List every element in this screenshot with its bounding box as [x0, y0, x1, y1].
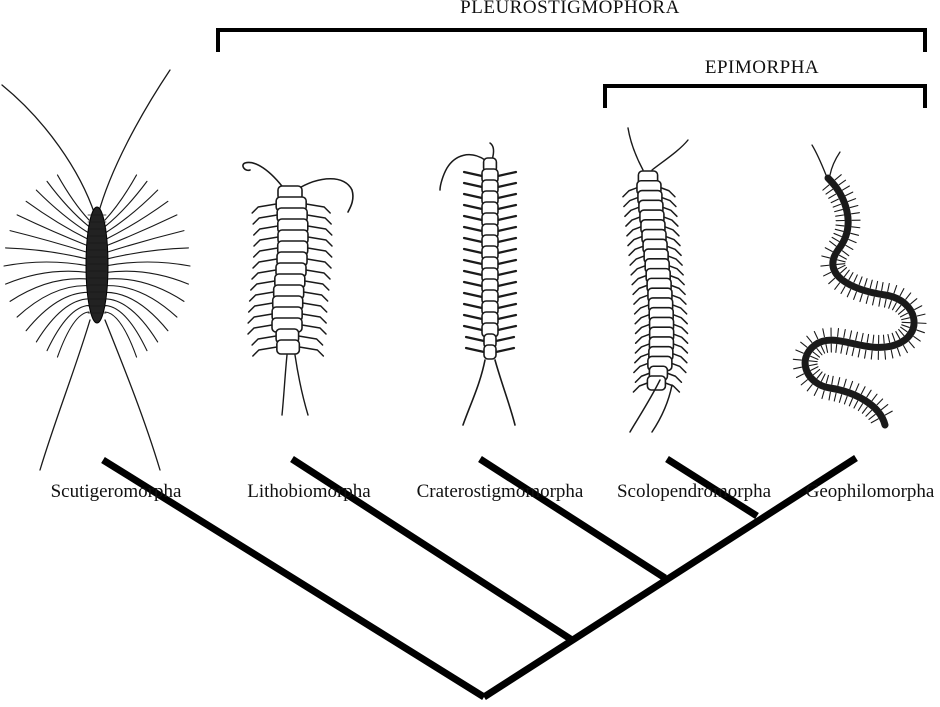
scutigera-centipede-icon: [1, 69, 191, 471]
branch-scolopendromorpha: [665, 456, 759, 519]
branch-lithobiomorpha: [290, 456, 574, 643]
taxon-label-scolopendromorpha: Scolopendromorpha: [617, 481, 772, 502]
geophilus-centipede-icon: [792, 144, 927, 429]
taxon-label-lithobiomorpha: Lithobiomorpha: [247, 481, 371, 502]
lithobius-centipede-icon: [242, 161, 354, 416]
pleurostigmophora-label: PLEUROSTIGMOPHORA: [460, 0, 680, 18]
epimorpha-bracket: [603, 84, 927, 108]
scolopendra-centipede-icon: [622, 127, 689, 433]
taxon-label-craterostigmomorpha: Craterostigmomorpha: [417, 481, 584, 502]
epimorpha-label: EPIMORPHA: [705, 57, 819, 78]
branch-craterostigmomorpha: [478, 456, 667, 581]
taxon-label-geophilomorpha: Geophilomorpha: [806, 481, 935, 502]
cladogram-tree: [101, 455, 858, 700]
branch-scutigeromorpha: [101, 457, 486, 700]
pleurostigmophora-bracket: [216, 28, 927, 52]
taxon-label-scutigeromorpha: Scutigeromorpha: [51, 481, 182, 502]
branch-root-right: [482, 455, 858, 700]
craterostigmus-centipede-icon: [439, 142, 518, 426]
